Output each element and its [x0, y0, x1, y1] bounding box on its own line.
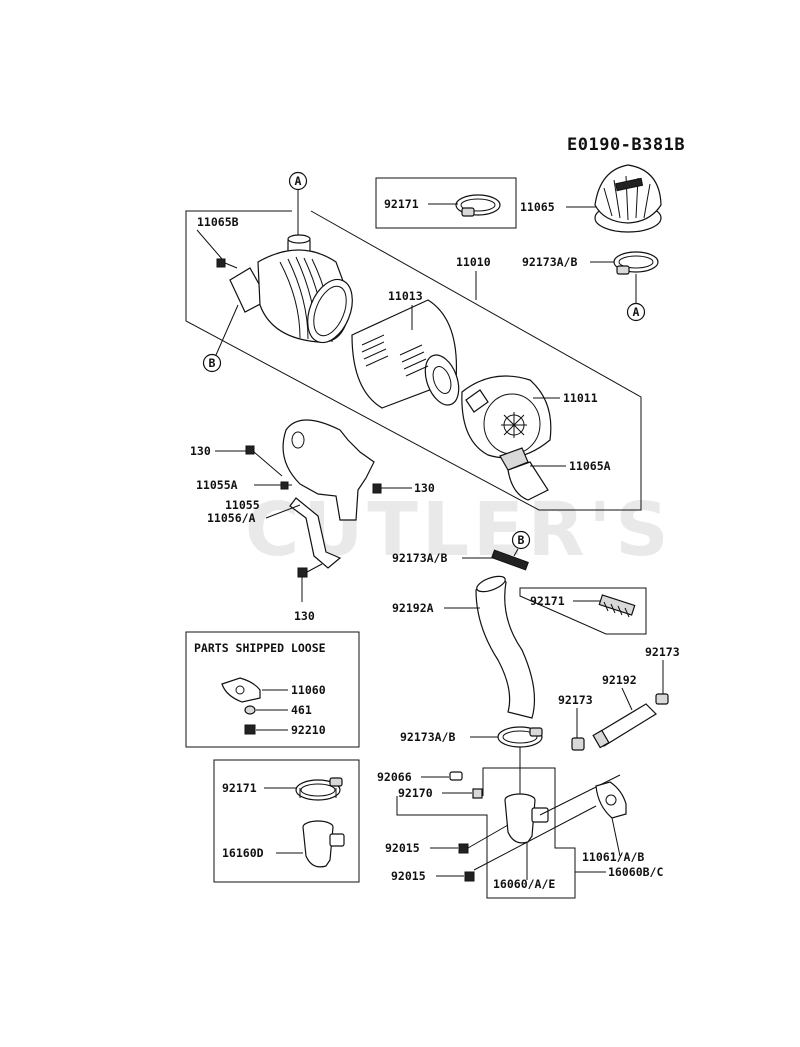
label-130-bot[interactable]: 130	[294, 609, 315, 623]
box-92171-mid	[519, 587, 647, 635]
label-92015-b[interactable]: 92015	[391, 869, 426, 883]
bolt-130-bot	[297, 563, 323, 602]
clamp-92171-mid	[598, 594, 636, 618]
label-92171-low[interactable]: 92171	[222, 781, 257, 795]
gasket-11061	[595, 781, 627, 819]
bolt-11065b	[216, 258, 238, 269]
label-130-top[interactable]: 130	[190, 444, 211, 458]
svg-text:A: A	[633, 305, 640, 319]
assembly-outline-11010	[185, 210, 642, 511]
label-92173ab-low[interactable]: 92173A/B	[400, 730, 455, 744]
label-92173-right[interactable]: 92173	[645, 645, 680, 659]
nut-92210	[244, 724, 256, 735]
clamp-92171-top	[455, 194, 501, 217]
clamp-92173ab-top	[613, 251, 659, 275]
label-11013[interactable]: 11013	[388, 289, 423, 303]
box-title: PARTS SHIPPED LOOSE	[194, 641, 326, 655]
label-11060[interactable]: 11060	[291, 683, 326, 697]
bolt-130-top	[245, 445, 283, 477]
label-92170[interactable]: 92170	[398, 786, 433, 800]
label-16060ae[interactable]: 16060/A/E	[493, 877, 555, 891]
box-16160d	[213, 759, 360, 883]
label-92192a[interactable]: 92192A	[392, 601, 434, 615]
dust-valve-11065a	[499, 447, 566, 501]
gasket-11060	[221, 677, 261, 703]
label-92173-mid[interactable]: 92173	[558, 693, 593, 707]
filter-element-11013	[351, 299, 460, 409]
box-92171-top	[375, 177, 517, 229]
washer-461	[244, 705, 256, 715]
label-461[interactable]: 461	[291, 703, 312, 717]
clamp-92171-low	[295, 777, 343, 801]
clamp-92173-right	[655, 693, 669, 705]
assembly-outline-16060	[396, 767, 576, 899]
label-11065[interactable]: 11065	[520, 200, 555, 214]
label-92192[interactable]: 92192	[602, 673, 637, 687]
label-16060bc[interactable]: 16060B/C	[608, 865, 663, 879]
cover-11011	[461, 375, 560, 459]
svg-text:B: B	[209, 356, 216, 370]
label-130-mid[interactable]: 130	[414, 481, 435, 495]
label-11056a[interactable]: 11056/A	[207, 511, 256, 525]
label-11055a[interactable]: 11055A	[196, 478, 238, 492]
label-11065b[interactable]: 11065B	[197, 215, 239, 229]
elbow-16160d	[302, 820, 345, 868]
parts-shipped-loose-box	[185, 631, 360, 748]
hose-92192a	[475, 575, 536, 719]
plug-92170	[472, 788, 483, 799]
label-92173ab-mid[interactable]: 92173A/B	[392, 551, 447, 565]
svg-text:B: B	[518, 533, 525, 547]
label-92210[interactable]: 92210	[291, 723, 326, 737]
label-11010[interactable]: 11010	[456, 255, 491, 269]
label-11055[interactable]: 11055	[225, 498, 260, 512]
callout-b-left[interactable]: B	[202, 304, 239, 373]
bracket-11055	[282, 419, 375, 569]
sensor-92066	[449, 771, 463, 781]
callout-a-right[interactable]: A	[626, 274, 646, 322]
label-92066[interactable]: 92066	[377, 770, 412, 784]
clamp-92173ab-mid	[491, 549, 529, 571]
label-11011[interactable]: 11011	[563, 391, 598, 405]
label-92171-mid[interactable]: 92171	[530, 594, 565, 608]
air-cleaner-housing	[229, 234, 353, 344]
clamp-92173-mid	[571, 737, 585, 751]
clamp-92173ab-low	[497, 726, 543, 748]
label-92173ab-top[interactable]: 92173A/B	[522, 255, 577, 269]
callout-b-hose[interactable]: B	[511, 530, 531, 557]
label-92171-top[interactable]: 92171	[384, 197, 419, 211]
label-16160d[interactable]: 16160D	[222, 846, 264, 860]
callout-a-top[interactable]: A	[288, 171, 308, 241]
label-11065a[interactable]: 11065A	[569, 459, 611, 473]
diagram-code: E0190-B381B	[567, 135, 685, 155]
label-92015-a[interactable]: 92015	[385, 841, 420, 855]
rain-cap-11065	[594, 164, 662, 233]
nut-92015-a	[458, 843, 469, 854]
svg-text:A: A	[295, 174, 302, 188]
bolt-130-mid	[372, 483, 412, 494]
label-11061ab[interactable]: 11061/A/B	[582, 850, 644, 864]
pipe-92192	[592, 703, 657, 749]
elbow-16060	[504, 793, 549, 880]
nut-92015-b	[464, 871, 475, 882]
